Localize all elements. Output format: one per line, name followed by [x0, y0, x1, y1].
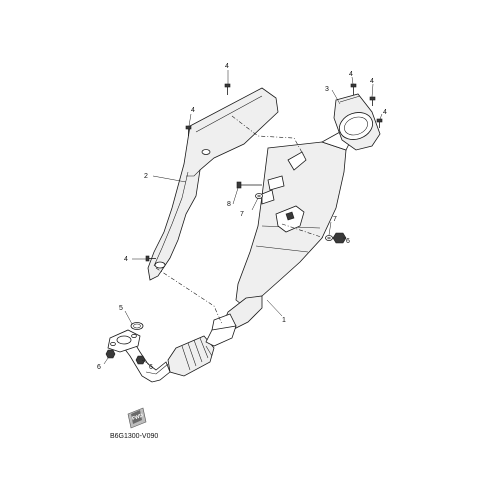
nut-6a — [332, 232, 347, 244]
callout-5: 5 — [119, 305, 123, 312]
bolt-8 — [236, 181, 262, 189]
bolt-4b — [185, 125, 192, 136]
diagram-code: B6G1300-V090 — [110, 433, 158, 440]
hardware — [105, 83, 383, 365]
callout-leaders — [103, 70, 383, 365]
callout-7a: 7 — [240, 211, 244, 218]
callout-4e: 4 — [383, 109, 387, 116]
bolt-4d — [369, 96, 376, 106]
callout-4f: 4 — [124, 256, 128, 263]
callout-4b: 4 — [191, 107, 195, 114]
bolt-4c — [350, 83, 357, 95]
callout-8: 8 — [227, 201, 231, 208]
callout-6b: 6 — [149, 364, 153, 371]
nut-6c — [135, 355, 146, 365]
callout-6a: 6 — [97, 364, 101, 371]
callout-7b: 7 — [333, 216, 337, 223]
washer-7a — [255, 193, 263, 199]
nut-6b — [105, 349, 116, 359]
heat-protector-2 — [147, 87, 279, 281]
callout-2: 2 — [144, 173, 148, 180]
fwd-label: FWD — [131, 413, 144, 423]
muffler-1 — [107, 131, 351, 383]
alignment-lines — [155, 115, 325, 325]
callout-1: 1 — [282, 317, 286, 324]
callout-3: 3 — [325, 86, 329, 93]
washer-7b — [325, 235, 333, 241]
callout-4a: 4 — [225, 63, 229, 70]
bolt-4a — [224, 83, 231, 95]
gasket-5 — [130, 322, 144, 330]
end-cap-3 — [333, 93, 381, 151]
callout-6c: 6 — [346, 238, 350, 245]
bolt-4f — [145, 255, 156, 262]
callout-4d: 4 — [370, 78, 374, 85]
callout-labels: 1 2 3 4 4 4 4 4 4 5 6 6 6 7 7 8 — [97, 63, 387, 371]
fwd-arrow-icon: FWD — [127, 407, 147, 429]
bolt-4e — [376, 118, 383, 128]
callout-4c: 4 — [349, 71, 353, 78]
